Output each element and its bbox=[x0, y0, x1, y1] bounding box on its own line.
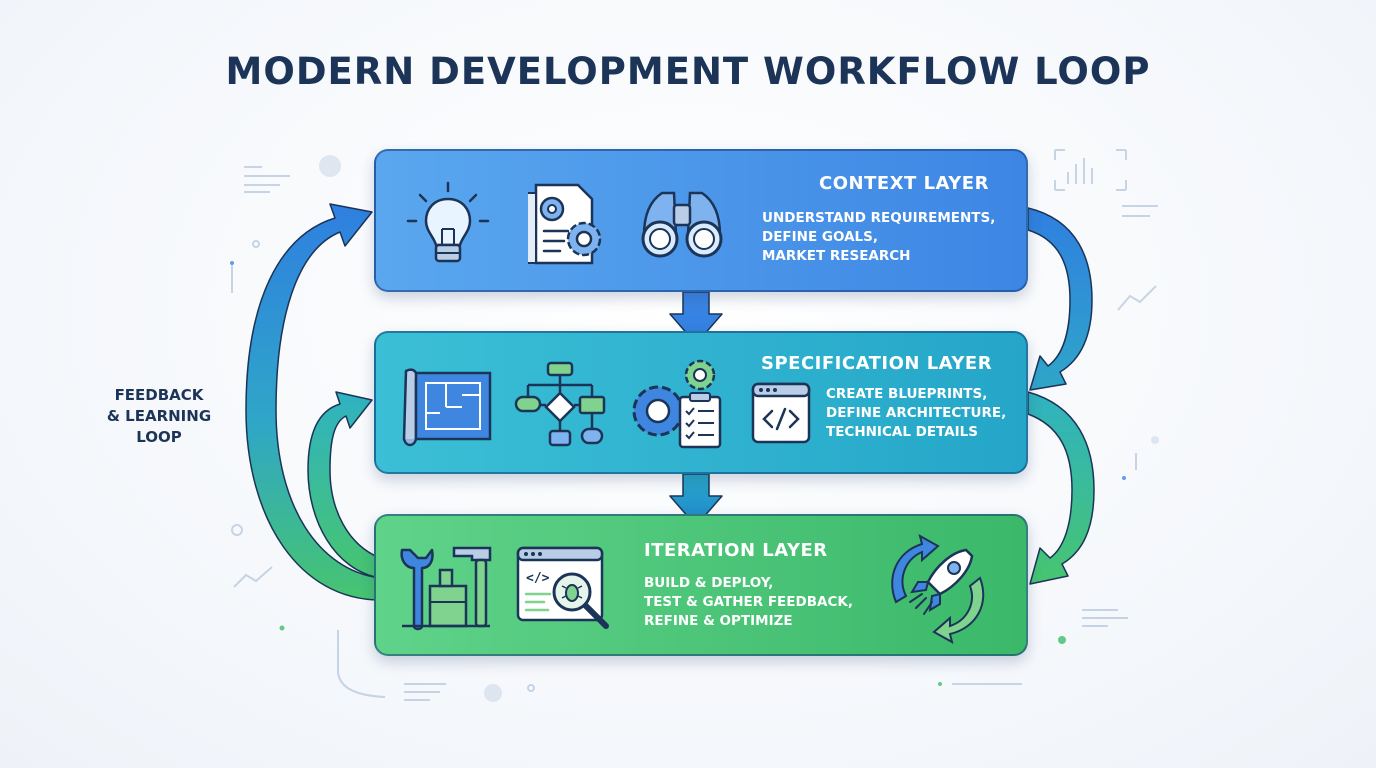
tools-icon bbox=[400, 546, 492, 631]
code-window-icon bbox=[751, 382, 811, 444]
svg-text:</>: </> bbox=[526, 571, 550, 586]
gear-checklist-icon bbox=[632, 359, 722, 449]
rocket-cycle-icon bbox=[891, 534, 985, 644]
document-gear-icon bbox=[528, 183, 602, 265]
feedback-loop-outer-arrow bbox=[245, 203, 381, 601]
feedback-loop-label-line: LOOP bbox=[136, 428, 182, 446]
feedback-loop-label-line: & LEARNING bbox=[106, 407, 212, 425]
iteration-layer-title: ITERATION LAYER bbox=[644, 540, 828, 561]
flowchart-icon bbox=[514, 361, 606, 447]
specification-layer-item: DEFINE ARCHITECTURE, bbox=[826, 405, 1007, 421]
blueprint-icon bbox=[402, 368, 492, 447]
background-decorations bbox=[231, 149, 1159, 702]
down-arrow-context-spec bbox=[669, 291, 723, 345]
iteration-layer-item: BUILD & DEPLOY, bbox=[644, 575, 774, 591]
specification-layer-title: SPECIFICATION LAYER bbox=[761, 353, 993, 374]
feedback-loop-inner-arrow bbox=[307, 391, 381, 579]
feedback-loop-label-line: FEEDBACK bbox=[114, 386, 204, 404]
code-bug-search-icon: </> bbox=[516, 546, 609, 629]
context-layer-description: UNDERSTAND REQUIREMENTS, DEFINE GOALS, M… bbox=[762, 209, 995, 266]
lightbulb-icon bbox=[406, 181, 490, 263]
specification-layer-description: CREATE BLUEPRINTS, DEFINE ARCHITECTURE, … bbox=[826, 385, 1006, 442]
context-to-spec-arrow bbox=[1027, 207, 1093, 391]
iteration-layer-description: BUILD & DEPLOY, TEST & GATHER FEEDBACK, … bbox=[644, 574, 853, 631]
iteration-layer-item: REFINE & OPTIMIZE bbox=[644, 613, 793, 629]
specification-layer-panel: SPECIFICATION LAYER CREATE BLUEPRINTS, D… bbox=[374, 331, 1028, 474]
context-layer-item: UNDERSTAND REQUIREMENTS, bbox=[762, 210, 996, 226]
context-layer-title: CONTEXT LAYER bbox=[819, 173, 989, 194]
context-layer-item: DEFINE GOALS, bbox=[762, 229, 878, 245]
down-arrow-spec-iteration bbox=[669, 473, 723, 527]
page-title: MODERN DEVELOPMENT WORKFLOW LOOP bbox=[225, 50, 1151, 93]
context-layer-item: MARKET RESEARCH bbox=[762, 248, 911, 264]
context-layer-panel: CONTEXT LAYER UNDERSTAND REQUIREMENTS, D… bbox=[374, 149, 1028, 292]
feedback-loop-label: FEEDBACK & LEARNING LOOP bbox=[100, 385, 218, 448]
iteration-layer-panel: </> ITERATION LAYER BUILD & DEPLOY, TEST… bbox=[374, 514, 1028, 656]
iteration-layer-item: TEST & GATHER FEEDBACK, bbox=[644, 594, 853, 610]
specification-layer-item: TECHNICAL DETAILS bbox=[826, 424, 979, 440]
specification-layer-item: CREATE BLUEPRINTS, bbox=[826, 386, 988, 402]
binoculars-icon bbox=[641, 191, 723, 258]
spec-to-iteration-arrow bbox=[1027, 391, 1095, 585]
